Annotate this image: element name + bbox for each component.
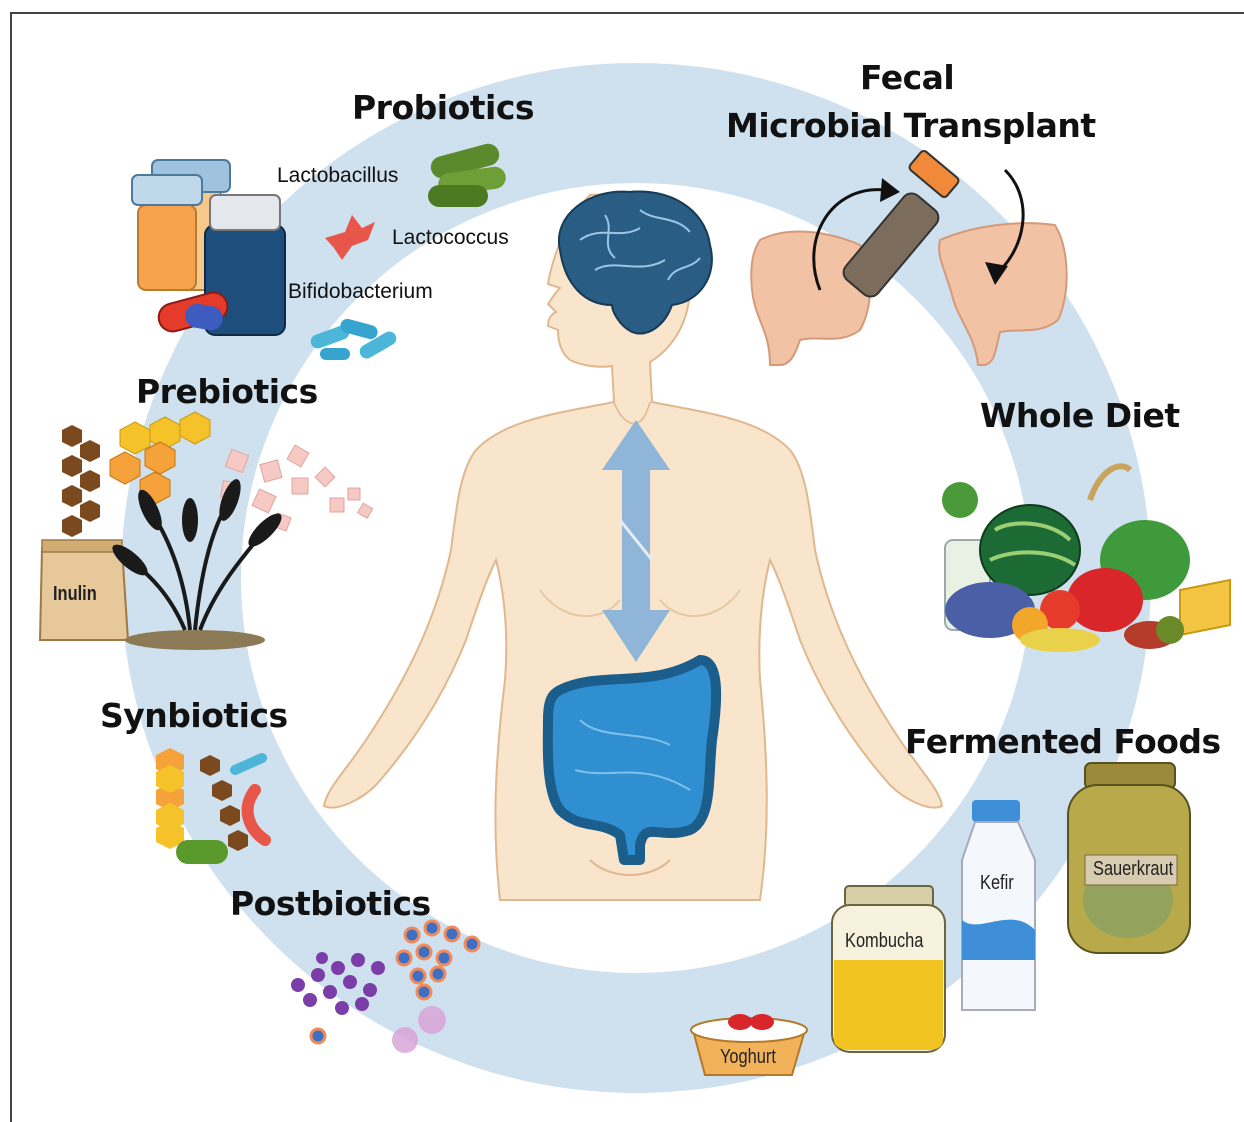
category-synbiotics: Synbiotics <box>100 696 288 735</box>
label-sauerkraut: Sauerkraut <box>1093 858 1173 881</box>
category-probiotics: Probiotics <box>352 88 534 127</box>
category-postbiotics: Postbiotics <box>230 884 431 923</box>
category-fermented-foods: Fermented Foods <box>905 722 1221 761</box>
category-whole-diet: Whole Diet <box>980 396 1180 435</box>
category-fmt-line2: Microbial Transplant <box>726 106 1096 145</box>
fmt-donor-colon-icon <box>751 232 870 365</box>
kombucha-jar-icon <box>832 886 945 1052</box>
label-lactococcus: Lactococcus <box>392 226 509 250</box>
label-yoghurt: Yoghurt <box>720 1046 776 1069</box>
label-lactobacillus: Lactobacillus <box>277 164 398 188</box>
label-kombucha: Kombucha <box>845 930 923 953</box>
label-inulin: Inulin <box>53 583 97 606</box>
category-fmt-line1: Fecal <box>860 58 954 97</box>
label-bifidobacterium: Bifidobacterium <box>288 280 433 304</box>
probiotic-bottles-icon <box>132 160 285 335</box>
category-prebiotics: Prebiotics <box>136 372 318 411</box>
label-kefir: Kefir <box>980 872 1014 895</box>
